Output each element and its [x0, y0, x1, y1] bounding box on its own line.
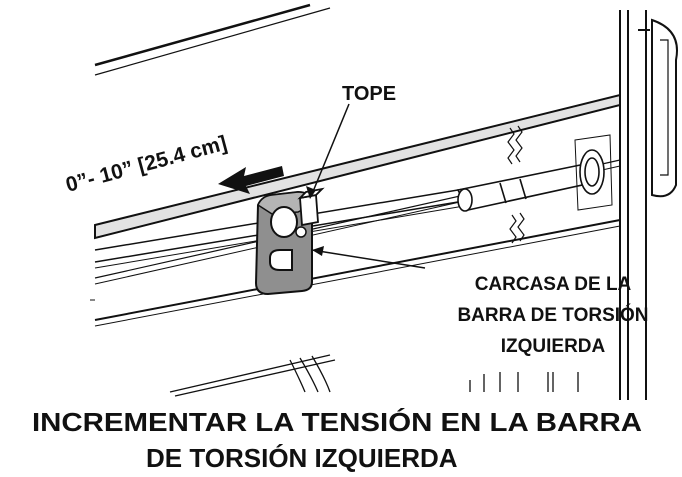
stop-label: TOPE — [342, 83, 396, 105]
end-bearing — [574, 134, 613, 211]
housing-label-line2: BARRA DE TORSIÓN — [457, 304, 648, 326]
hinge-bracket — [651, 18, 678, 198]
housing-label-line3: IZQUIERDA — [501, 336, 606, 357]
right-post — [619, 10, 650, 400]
bar-coupling — [456, 162, 598, 212]
housing-label-line1: CARCASA DE LA — [475, 274, 632, 295]
torsion-bar-housing — [254, 190, 313, 296]
rail-channel — [90, 93, 621, 327]
leader-lines — [311, 103, 426, 269]
leader-arrowheads — [306, 186, 324, 256]
caption-line1: INCREMENTAR LA TENSIÓN EN LA BARRA — [32, 407, 642, 437]
lower-hardware — [169, 354, 579, 397]
section-break-lines — [507, 125, 525, 244]
direction-arrow — [218, 166, 284, 194]
upper-panel-edge — [94, 3, 331, 76]
caption-line2: DE TORSIÓN IZQUIERDA — [146, 443, 458, 473]
distance-label: 0”- 10” [25.4 cm] — [63, 132, 229, 197]
